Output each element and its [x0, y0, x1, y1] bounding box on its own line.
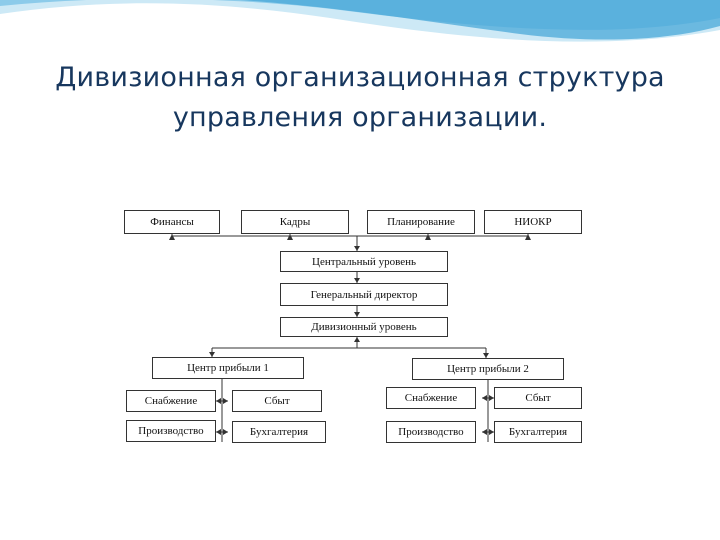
rnd-box: НИОКР: [484, 210, 582, 234]
pc1-production-box: Производство: [126, 420, 216, 442]
personnel-box: Кадры: [241, 210, 349, 234]
pc1-sales-box: Сбыт: [232, 390, 322, 412]
pc1-accounting-box: Бухгалтерия: [232, 421, 326, 443]
planning-box: Планирование: [367, 210, 475, 234]
slide-title-line-1: Дивизионная организационная структура: [55, 62, 665, 93]
pc1-supply-box: Снабжение: [126, 390, 216, 412]
central-level-box: Центральный уровень: [280, 251, 448, 272]
profit-center-2-box: Центр прибыли 2: [412, 358, 564, 380]
connector-lines: [169, 234, 531, 442]
slide-title: Дивизионная организационная структура уп…: [0, 58, 720, 138]
pc2-supply-box: Снабжение: [386, 387, 476, 409]
finance-box: Финансы: [124, 210, 220, 234]
pc2-accounting-box: Бухгалтерия: [494, 421, 582, 443]
org-structure-diagram: Финансы Кадры Планирование НИОКР Централ…: [96, 196, 626, 458]
pc2-sales-box: Сбыт: [494, 387, 582, 409]
general-director-box: Генеральный директор: [280, 283, 448, 306]
slide-title-line-2: управления организации.: [172, 102, 548, 133]
division-level-box: Дивизионный уровень: [280, 317, 448, 337]
profit-center-1-box: Центр прибыли 1: [152, 357, 304, 379]
pc2-production-box: Производство: [386, 421, 476, 443]
header-wave-decoration: [0, 0, 720, 49]
